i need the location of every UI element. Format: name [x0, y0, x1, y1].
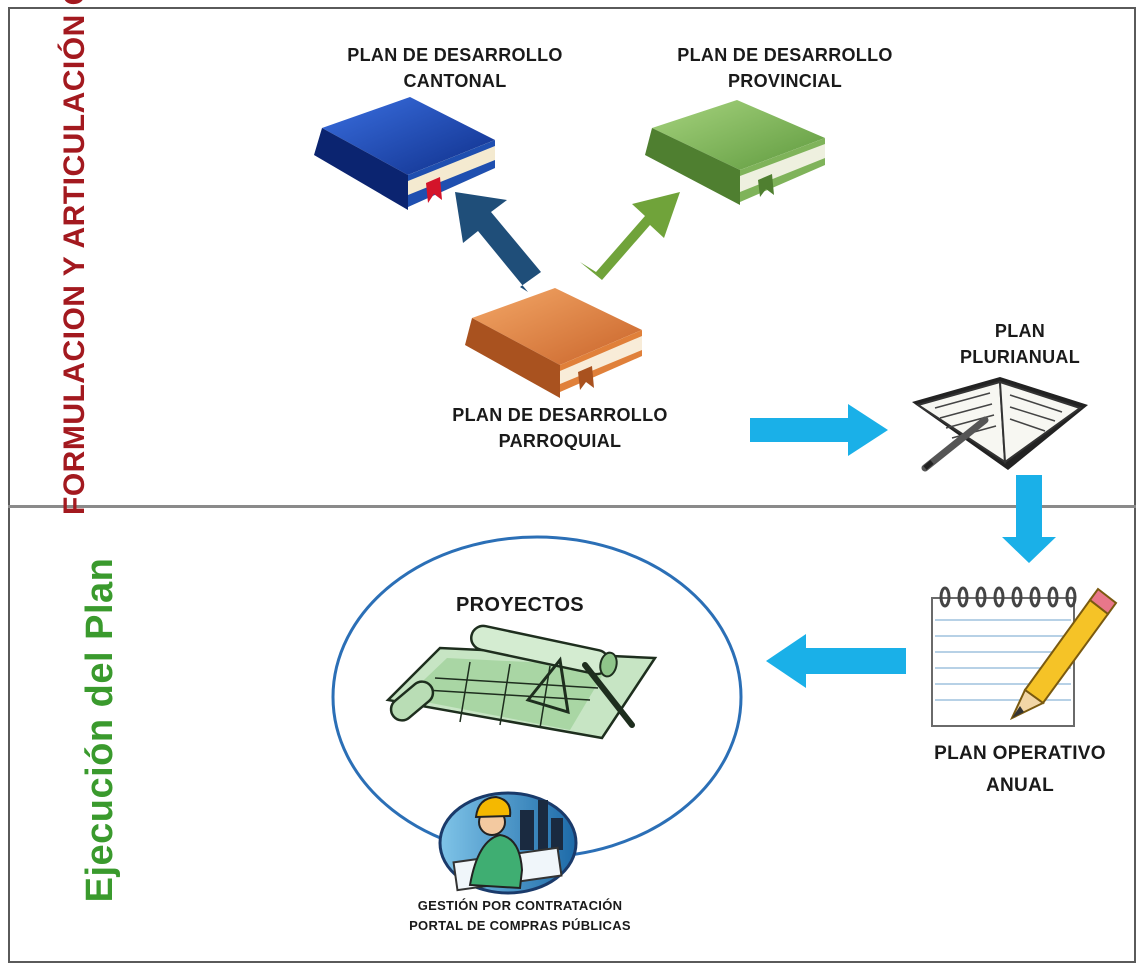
label-line: PLAN DE DESARROLLO: [677, 45, 893, 65]
book-parroquial-icon: [465, 288, 642, 398]
engineer-emblem-icon: [438, 791, 578, 895]
blueprint-icon: [385, 624, 658, 740]
arrow-to-proyectos: [766, 634, 906, 688]
label-proyectos: PROYECTOS: [456, 594, 584, 616]
label-line: PLAN DE DESARROLLO: [452, 405, 668, 425]
label-line: PORTAL DE COMPRAS PÚBLICAS: [409, 918, 631, 933]
label-plan-provincial: PLAN DE DESARROLLO PROVINCIAL: [610, 42, 960, 94]
diagram-frame: [8, 7, 1136, 963]
arrow-to-provincial: [580, 192, 680, 280]
book-cantonal-icon: [314, 97, 495, 210]
label-plan-operativo-anual: PLAN OPERATIVO ANUAL: [900, 738, 1140, 802]
arrow-to-poa: [1002, 475, 1056, 563]
arrow-to-cantonal: [455, 192, 541, 292]
label-line: PLAN DE DESARROLLO: [347, 45, 563, 65]
label-line: PARROQUIAL: [498, 431, 622, 450]
label-line: PLAN OPERATIVO: [934, 743, 1106, 764]
label-line: ANUAL: [986, 775, 1054, 796]
book-provincial-icon: [645, 100, 825, 205]
label-gestion-contratacion: GESTIÓN POR CONTRATACIÓN PORTAL DE COMPR…: [330, 896, 710, 936]
arrow-to-plurianual: [750, 404, 888, 456]
label-line: CANTONAL: [403, 71, 507, 91]
planner-book-icon: [912, 377, 1088, 472]
label-line: GESTIÓN POR CONTRATACIÓN: [417, 898, 623, 913]
label-line: PLURIANUAL: [960, 347, 1080, 367]
label-line: PROVINCIAL: [727, 71, 842, 91]
label-plan-cantonal: PLAN DE DESARROLLO CANTONAL: [290, 42, 620, 94]
section-divider: [8, 505, 1136, 508]
label-plan-parroquial: PLAN DE DESARROLLO PARROQUIAL: [400, 402, 720, 450]
notepad-pencil-icon: [931, 586, 1118, 727]
label-plan-plurianual: PLAN PLURIANUAL: [930, 318, 1110, 370]
label-line: PLAN: [994, 321, 1046, 341]
